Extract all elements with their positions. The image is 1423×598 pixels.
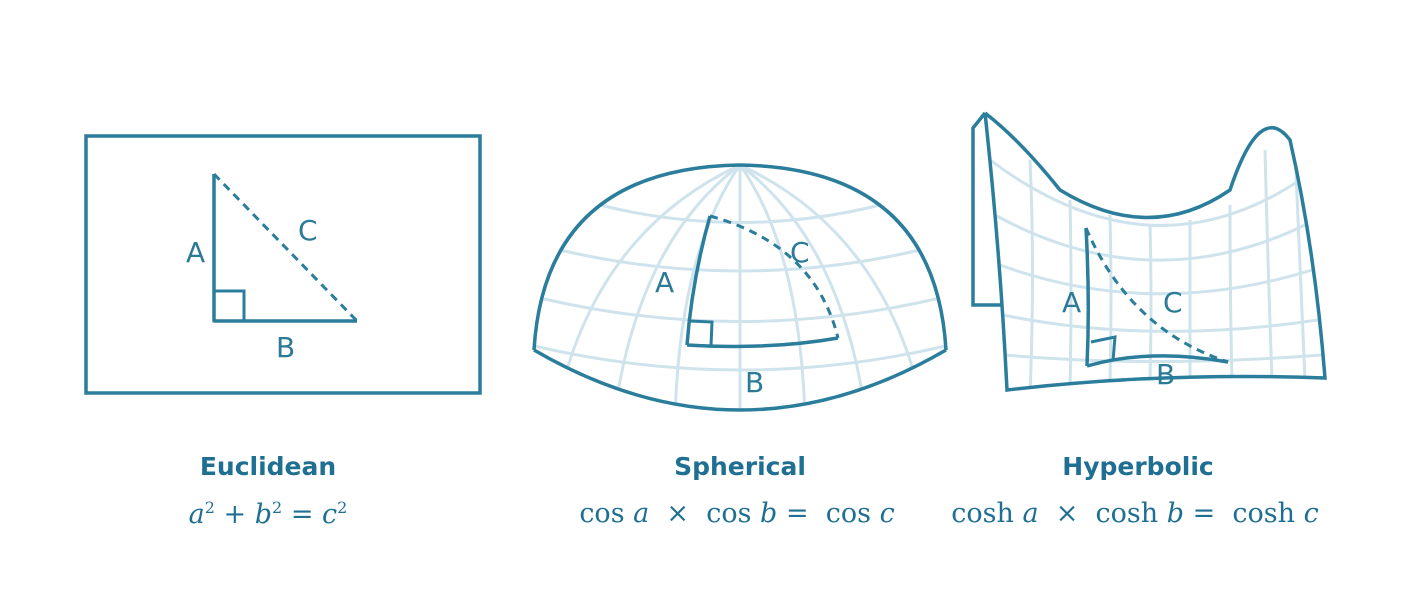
hyperbolic-surface-outline [983, 111, 1327, 392]
hyperbolic-hypotenuse-c [1084, 227, 1229, 364]
euclidean-label-a: A [186, 236, 205, 269]
spherical-formula-b: b [760, 498, 778, 529]
spherical-formula-times: × [666, 498, 690, 529]
hyperbolic-formula-equals: = [1192, 498, 1216, 529]
hyperbolic-label-a: A [1062, 286, 1081, 319]
euclidean-hypotenuse-c [212, 172, 359, 323]
hyperbolic-formula-c: c [1303, 498, 1319, 529]
spherical-grid [534, 165, 946, 410]
spherical-side-b [686, 336, 839, 349]
hyperbolic-side-a [1084, 227, 1091, 367]
hyperbolic-formula-fn-c: cosh [1232, 498, 1296, 529]
spherical-formula-fn-b: cos [706, 498, 752, 529]
spherical-dome-outline [532, 163, 948, 351]
euclidean-formula: a2 + b2 = c2 [38, 498, 498, 530]
spherical-title: Spherical [674, 452, 806, 481]
euclidean-formula-exp-c: 2 [337, 498, 348, 517]
spherical-label-a: A [655, 266, 674, 299]
spherical-panel: A B C [532, 163, 948, 412]
hyperbolic-side-b [1086, 354, 1229, 368]
euclidean-formula-exp-a: 2 [204, 498, 215, 517]
spherical-side-a [685, 215, 712, 346]
spherical-formula-equals: = [785, 498, 809, 529]
hyperbolic-panel: A B C [971, 111, 1327, 392]
spherical-formula-fn-a: cos [579, 498, 625, 529]
hyperbolic-right-angle-mark [1090, 335, 1117, 362]
hyperbolic-label-c: C [1163, 286, 1183, 319]
hyperbolic-title: Hyperbolic [1062, 452, 1214, 481]
hyperbolic-grid [989, 149, 1323, 390]
hyperbolic-formula-b: b [1166, 498, 1185, 529]
euclidean-label-b: B [276, 331, 295, 364]
hyperbolic-formula-fn-b: cosh [1095, 498, 1159, 529]
euclidean-formula-plus: + [223, 499, 247, 530]
euclidean-formula-a: a [188, 499, 205, 530]
euclidean-formula-equals: = [290, 499, 314, 530]
spherical-formula-fn-c: cos [825, 498, 871, 529]
spherical-right-angle-mark [689, 319, 714, 347]
euclidean-title: Euclidean [199, 452, 337, 481]
hyperbolic-formula-a: a [1022, 498, 1039, 529]
euclidean-right-angle-mark [212, 289, 246, 323]
hyperbolic-left-fold [971, 111, 1003, 307]
euclidean-label-c: C [298, 214, 318, 247]
hyperbolic-formula-times: × [1055, 498, 1079, 529]
spherical-formula-c: c [879, 498, 895, 529]
spherical-formula: cos a × cos b = cos c [507, 498, 967, 529]
spherical-dome-base [533, 348, 947, 412]
spherical-formula-a: a [633, 498, 650, 529]
hyperbolic-label-b: B [1156, 358, 1175, 391]
spherical-label-b: B [745, 366, 764, 399]
euclidean-formula-b: b [254, 499, 273, 530]
euclidean-panel: A B C [84, 134, 482, 395]
spherical-label-c: C [790, 236, 810, 269]
hyperbolic-formula: cosh a × cosh b = cosh c [905, 498, 1365, 529]
hyperbolic-formula-fn-a: cosh [951, 498, 1014, 529]
euclidean-formula-c: c [322, 499, 338, 530]
euclidean-plane [84, 134, 482, 395]
euclidean-formula-exp-b: 2 [272, 498, 283, 517]
